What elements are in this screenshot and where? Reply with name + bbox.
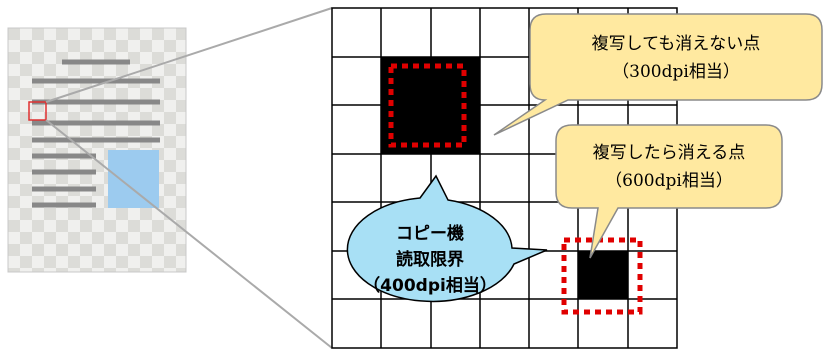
bubble-line1: コピー機 — [396, 223, 464, 244]
document-image — [108, 150, 159, 208]
document-thumbnail — [7, 27, 187, 273]
callout-vanishing: 複写したら消える点 （600dpi相当） — [555, 124, 783, 259]
zoom-lines — [45, 7, 333, 349]
document-text-lines — [32, 59, 160, 208]
callout-vanishing-line1: 複写したら消える点 — [593, 143, 746, 163]
callout-persistent: 複写しても消えない点 （300dpi相当） — [493, 13, 823, 136]
vanishing-dot — [561, 237, 643, 315]
persistent-dot-outline — [388, 63, 467, 148]
persistent-dot — [381, 57, 480, 154]
callout-persistent-line2: （300dpi相当） — [612, 62, 740, 82]
vanishing-dot-outline — [561, 237, 643, 315]
bubble-line2: 読取限界 — [396, 249, 464, 270]
copier-limit-bubble: コピー機 読取限界 （400dpi相当） — [346, 174, 548, 303]
callout-persistent-line1: 複写しても消えない点 — [592, 34, 761, 54]
bubble-line3: （400dpi相当） — [363, 275, 497, 296]
callout-vanishing-line2: （600dpi相当） — [605, 171, 733, 191]
zoom-source-box — [28, 101, 47, 121]
